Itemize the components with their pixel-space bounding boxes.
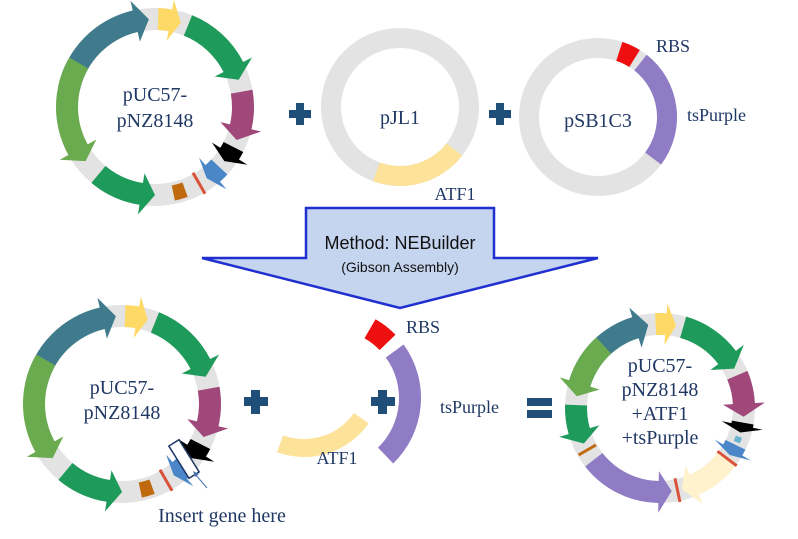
tspurple-label-bottom: tsPurple — [440, 397, 499, 417]
plasmid-puc57-pnz8148-top — [56, 0, 262, 215]
promoter-yellow-arrow — [655, 303, 677, 346]
plus-operator-2 — [489, 103, 511, 125]
blue-marker-arrow — [199, 157, 228, 190]
atf1-fragment-band — [276, 412, 369, 458]
insert-gene-annotation: Insert gene here — [158, 505, 286, 527]
result-label-line4: +tsPurple — [622, 427, 699, 449]
green-gene-arrow — [150, 312, 220, 377]
method-label: Method: NEBuilder — [324, 233, 475, 253]
equals-operator — [527, 398, 552, 418]
method-sublabel: (Gibson Assembly) — [341, 259, 458, 275]
green-reverse-arrow — [559, 404, 600, 444]
atf1-band — [372, 143, 463, 186]
light-green-reverse-arrow — [56, 57, 97, 162]
insert-site-marker — [167, 438, 208, 489]
terminator-black-arrow — [721, 420, 763, 433]
orange-site-marker — [577, 443, 597, 457]
orange-site-block — [171, 182, 188, 201]
green-reverse-arrow — [58, 462, 122, 512]
terminator-black-arrow — [178, 438, 215, 462]
rbs-band — [616, 41, 640, 67]
tspurple-fragment-band — [377, 344, 421, 464]
plasmid-1-label-line2: pNZ8148 — [117, 110, 194, 132]
light-green-reverse-arrow — [23, 354, 64, 459]
result-label-line3: +ATF1 — [632, 403, 689, 425]
atf1-inserted-arrow — [681, 452, 735, 504]
green-gene-arrow — [183, 15, 253, 80]
red-site-marker — [673, 478, 682, 503]
rbs-tspurple-fragment — [364, 319, 421, 464]
rbs-fragment-band — [364, 319, 396, 351]
terminator-black-arrow — [211, 141, 248, 165]
plasmid-psb1c3 — [519, 38, 677, 196]
magenta-gene-arrow — [723, 370, 765, 417]
magenta-gene-arrow — [220, 89, 262, 140]
tspurple-band — [634, 54, 677, 165]
result-label-line1: pUC57- — [628, 355, 692, 377]
atf1-fragment — [276, 412, 369, 458]
green-reverse-arrow — [91, 165, 155, 215]
plasmid-pjl1 — [321, 28, 479, 186]
plasmid-1-label-line1: pUC57- — [123, 84, 187, 106]
tspurple-inserted-arrow — [585, 452, 672, 513]
plus-operator-3 — [244, 390, 268, 414]
rbs-label-top: RBS — [656, 36, 690, 56]
plasmid-4-label-line1: pUC57- — [90, 377, 154, 399]
plasmid-result — [559, 303, 765, 513]
light-green-reverse-arrow — [559, 337, 612, 397]
magenta-gene-arrow — [187, 386, 229, 437]
tspurple-label-top: tsPurple — [687, 105, 746, 125]
atf1-label-bottom: ATF1 — [316, 448, 357, 468]
atf1-label-top: ATF1 — [434, 184, 475, 204]
plus-operator-1 — [289, 103, 311, 125]
plus-operator-4 — [371, 390, 395, 414]
result-label-line2: pNZ8148 — [622, 379, 699, 401]
blue-marker-arrow — [714, 439, 751, 461]
red-site-marker — [191, 171, 207, 195]
plasmid-4-label-line2: pNZ8148 — [84, 402, 161, 424]
plasmid-3-label: pSB1C3 — [564, 110, 632, 132]
red-site-marker — [158, 468, 174, 492]
red-site-marker — [716, 450, 738, 468]
promoter-yellow-arrow — [124, 296, 148, 338]
promoter-yellow-arrow — [157, 0, 181, 41]
orange-site-block — [138, 479, 155, 498]
plasmid-2-label: pJL1 — [380, 107, 420, 129]
cyan-site-band — [733, 435, 743, 444]
method-arrow — [201, 206, 599, 310]
green-gene-arrow — [680, 316, 744, 371]
blue-marker-arrow — [166, 454, 195, 487]
plasmid-puc57-pnz8148-bottom — [23, 296, 229, 512]
rbs-label-bottom: RBS — [406, 317, 440, 337]
